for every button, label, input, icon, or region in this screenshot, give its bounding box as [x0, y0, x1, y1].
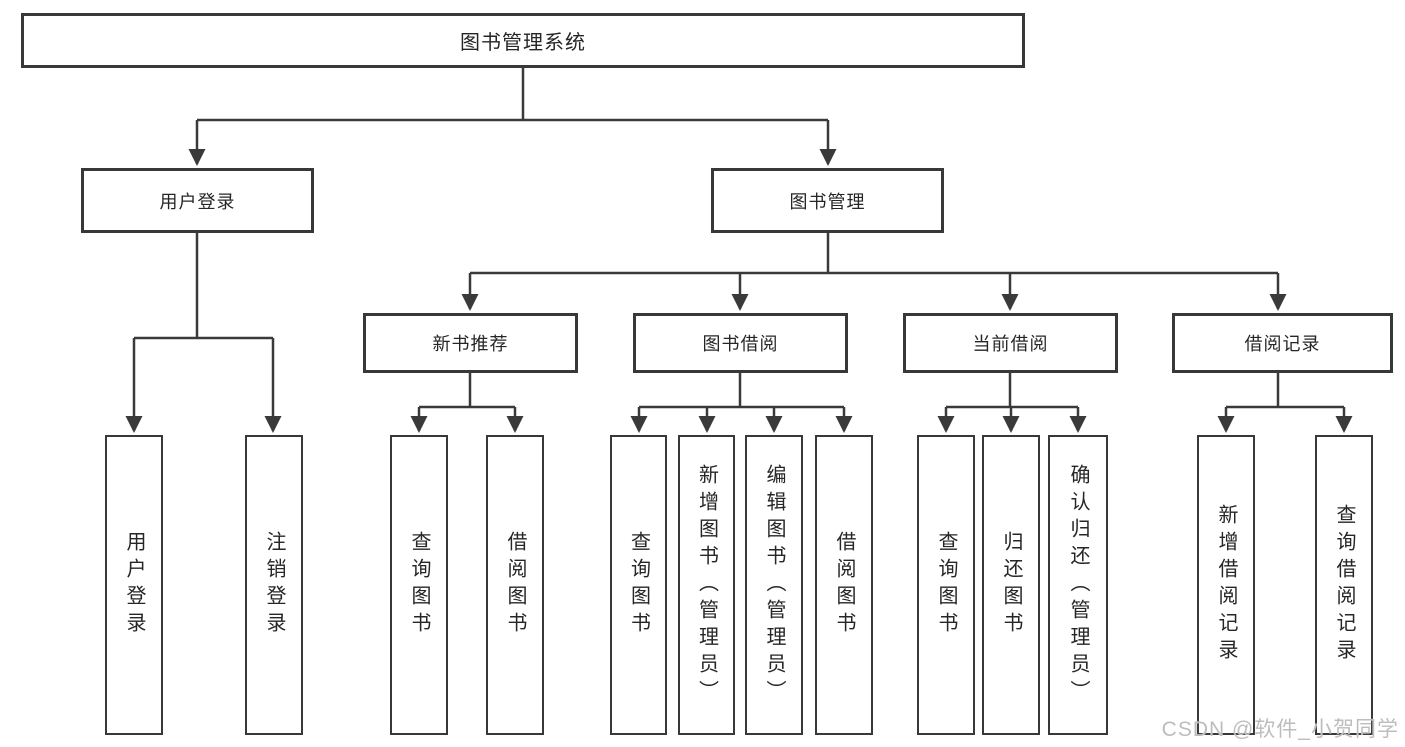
node-nb-query-books: 查询图书 [390, 435, 448, 735]
node-label: 用户登录 [159, 191, 236, 212]
node-label: 新增图书（管理员） [695, 463, 718, 707]
node-cb-confirm-return-admin: 确认归还（管理员） [1048, 435, 1108, 735]
node-logout: 注销登录 [245, 435, 303, 735]
node-label: 查询图书 [627, 531, 650, 639]
node-current-borrow: 当前借阅 [903, 313, 1118, 373]
node-bb-borrow-books: 借阅图书 [815, 435, 873, 735]
node-login: 用户登录 [105, 435, 163, 735]
node-label: 当前借阅 [972, 334, 1049, 354]
node-label: 图书管理 [789, 191, 866, 212]
node-br-query-record: 查询借阅记录 [1315, 435, 1373, 735]
node-label: 编辑图书（管理员） [763, 463, 785, 707]
node-bb-edit-books-admin: 编辑图书（管理员） [745, 435, 803, 735]
node-nb-borrow-books: 借阅图书 [486, 435, 544, 735]
node-cb-return-books: 归还图书 [982, 435, 1040, 735]
node-label: 借阅图书 [833, 531, 855, 639]
node-library-management-system: 图书管理系统 [21, 13, 1025, 68]
node-label: 查询借阅记录 [1333, 504, 1355, 666]
node-label: 注销登录 [263, 531, 285, 639]
node-label: 查询图书 [935, 531, 957, 639]
node-new-book-recommend: 新书推荐 [363, 313, 578, 373]
node-label: 查询图书 [408, 531, 430, 639]
node-label: 用户登录 [123, 531, 145, 639]
node-book-management: 图书管理 [711, 168, 944, 233]
node-bb-add-books-admin: 新增图书（管理员） [678, 435, 735, 735]
node-label: 图书管理系统 [460, 32, 586, 54]
node-bb-query-books: 查询图书 [610, 435, 667, 735]
node-label: 确认归还（管理员） [1067, 463, 1089, 707]
node-label: 新书推荐 [432, 334, 509, 354]
node-br-add-record: 新增借阅记录 [1197, 435, 1255, 735]
node-label: 归还图书 [1000, 531, 1022, 639]
node-label: 借阅图书 [504, 531, 526, 639]
node-label: 图书借阅 [702, 334, 779, 354]
node-label: 新增借阅记录 [1215, 504, 1237, 666]
node-borrow-records: 借阅记录 [1172, 313, 1393, 373]
node-cb-query-books: 查询图书 [917, 435, 975, 735]
watermark: CSDN @软件_小贺同学 [1161, 718, 1399, 741]
node-user-login: 用户登录 [81, 168, 314, 233]
node-label: 借阅记录 [1244, 334, 1321, 354]
node-book-borrow: 图书借阅 [633, 313, 848, 373]
